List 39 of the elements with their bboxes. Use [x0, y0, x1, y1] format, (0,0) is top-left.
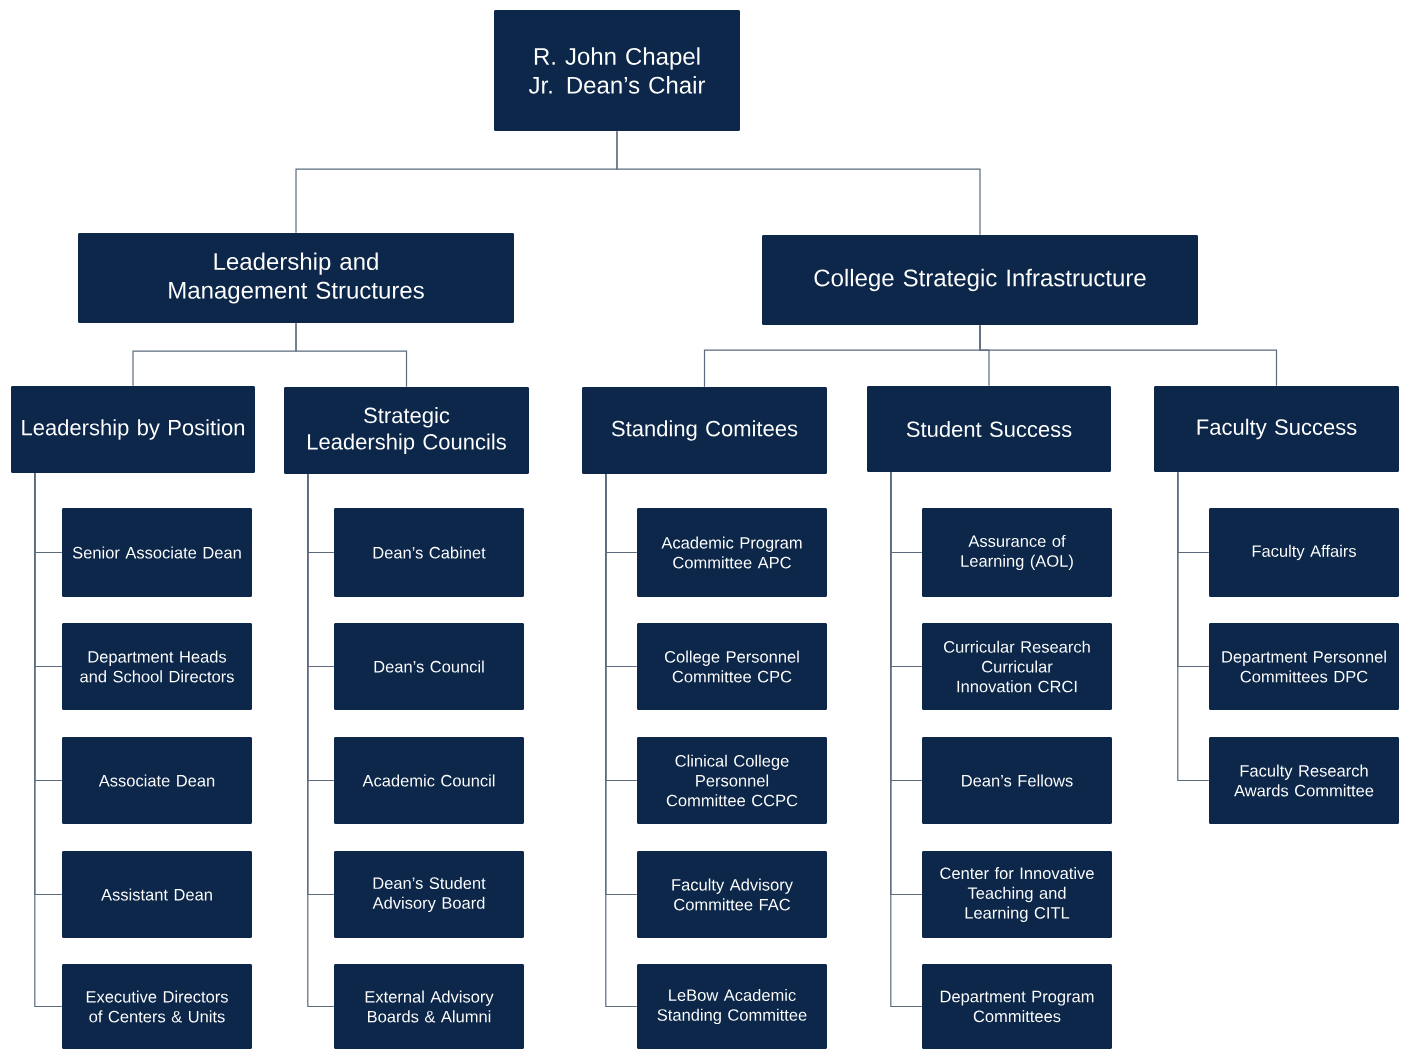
org-box: Assistant Dean: [62, 851, 252, 938]
connector-line: [890, 471, 923, 1008]
connector-line: [979, 324, 1278, 387]
org-box: Center for Innovative Teaching and Learning CITL: [922, 851, 1112, 938]
org-box: Department Heads and School Directors: [62, 623, 252, 710]
org-box: Dean’s Council: [334, 623, 524, 710]
org-box: Faculty Success: [1154, 386, 1399, 472]
org-box: External Advisory Boards & Alumni: [334, 964, 524, 1049]
org-box: Dean’s Cabinet: [334, 508, 524, 597]
org-box: College Strategic Infrastructure: [762, 235, 1198, 325]
connector-line: [307, 473, 335, 1008]
org-box: R. John Chapel Jr. Dean’s Chair: [494, 10, 740, 131]
org-box: Academic Program Committee APC: [637, 508, 827, 597]
org-box: Department Program Committees: [922, 964, 1112, 1049]
org-box: Assurance of Learning (AOL): [922, 508, 1112, 597]
org-box: Faculty Advisory Committee FAC: [637, 851, 827, 938]
connector-line: [616, 130, 981, 236]
connector-line: [34, 472, 63, 1008]
org-box: Academic Council: [334, 737, 524, 824]
org-box: Strategic Leadership Councils: [284, 387, 529, 474]
connector-line: [1177, 471, 1210, 782]
org-box: Faculty Affairs: [1209, 508, 1399, 597]
org-box: Standing Comitees: [582, 387, 827, 474]
org-box: Faculty Research Awards Committee: [1209, 737, 1399, 824]
org-box: Leadership and Management Structures: [78, 233, 514, 323]
org-box: Student Success: [867, 386, 1111, 472]
org-box: Dean’s Fellows: [922, 737, 1112, 824]
connector-line: [295, 322, 408, 388]
org-box: Executive Directors of Centers & Units: [62, 964, 252, 1049]
org-box: Dean’s Student Advisory Board: [334, 851, 524, 938]
org-box: LeBow Academic Standing Committee: [637, 964, 827, 1049]
org-box: Curricular Research Curricular Innovation CRCI: [922, 623, 1112, 710]
org-box: Associate Dean: [62, 737, 252, 824]
org-box: Department Personnel Committees DPC: [1209, 623, 1399, 710]
org-box: Senior Associate Dean: [62, 508, 252, 597]
org-box: Clinical College Personnel Committee CCPC: [637, 737, 827, 824]
connector-line: [605, 473, 638, 1008]
org-box: Leadership by Position: [11, 386, 255, 473]
org-box: College Personnel Committee CPC: [637, 623, 827, 710]
